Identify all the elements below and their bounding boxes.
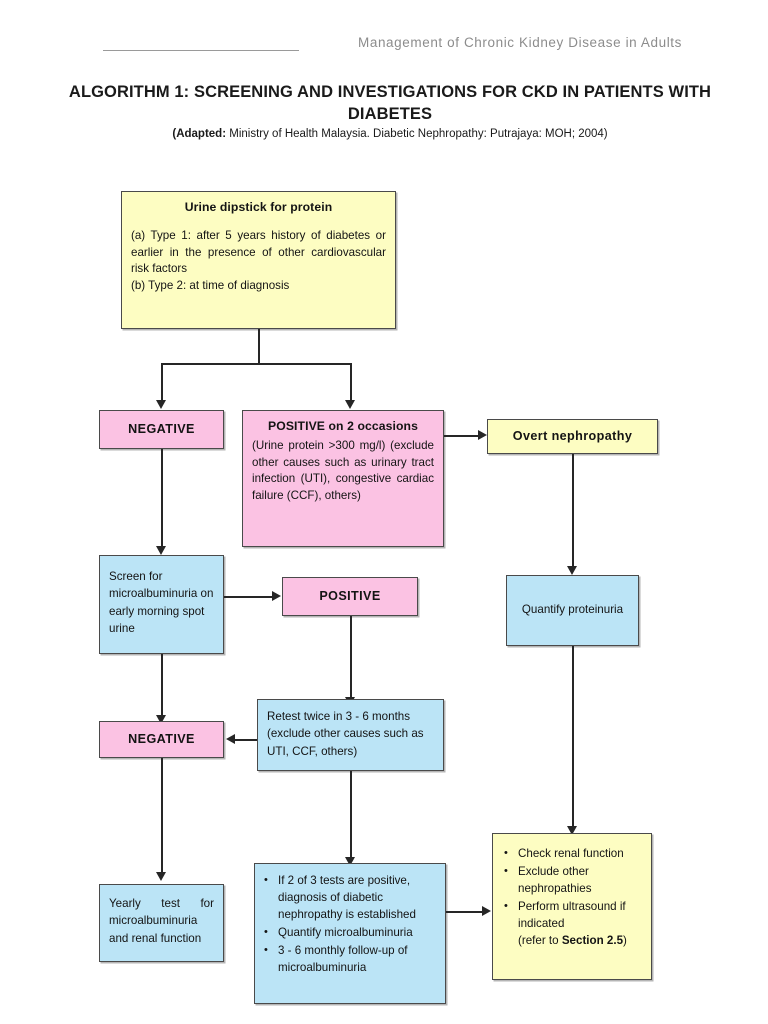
connector-retest-to-diagnosis <box>350 771 352 860</box>
connector-negative-2-to-yearly <box>161 758 163 875</box>
arrowhead-to-negative-2-left <box>226 734 235 744</box>
list-item: Check renal function <box>502 845 642 863</box>
list-item: Exclude other nephropathies <box>502 863 642 898</box>
node-negative-2-label: NEGATIVE <box>128 731 195 746</box>
node-positive-label: POSITIVE <box>319 588 381 603</box>
list-item: Perform ultrasound if indicated (refer t… <box>502 898 642 950</box>
source-text: Ministry of Health Malaysia. Diabetic Ne… <box>226 128 608 140</box>
node-positive-2-occasions-body: (Urine protein >300 mg/l) (exclude other… <box>252 439 434 502</box>
list-item: Quantify microalbuminuria <box>262 924 436 942</box>
node-negative-1-label: NEGATIVE <box>128 421 195 436</box>
connector-negative-1-to-screen <box>161 449 163 548</box>
node-urine-dipstick-title: Urine dipstick for protein <box>184 200 333 214</box>
node-urine-dipstick-line-b: (b) Type 2: at time of diagnosis <box>131 278 290 292</box>
connector-screen-to-negative-2 <box>161 654 163 718</box>
source-attribution: (Adapted: Ministry of Health Malaysia. D… <box>60 128 720 140</box>
renal-workup-note-suffix: ) <box>623 933 627 947</box>
page-title-text: ALGORITHM 1: SCREENING AND INVESTIGATION… <box>68 83 712 123</box>
node-screen-microalbuminuria-label: Screen for microalbuminuria on early mor… <box>109 570 214 636</box>
renal-workup-bullet-3-text: Perform ultrasound if indicated <box>518 899 626 930</box>
node-renal-workup: Check renal function Exclude other nephr… <box>492 833 652 980</box>
arrowhead-to-diagnosis-established <box>345 857 355 866</box>
page-title: ALGORITHM 1: SCREENING AND INVESTIGATION… <box>60 82 720 126</box>
node-negative-2: NEGATIVE <box>99 721 224 758</box>
header-rule <box>103 50 299 51</box>
node-yearly-test-label: Yearly test for microalbuminuria and ren… <box>109 897 214 945</box>
arrowhead-to-positive <box>272 591 281 601</box>
node-positive-2-occasions-title: POSITIVE on 2 occasions <box>268 419 418 433</box>
connector-dipstick-split <box>161 363 351 365</box>
connector-quantify-to-renal-workup <box>572 646 574 829</box>
connector-screen-to-positive <box>224 596 274 598</box>
node-negative-1: NEGATIVE <box>99 410 224 449</box>
arrowhead-to-renal-workup <box>567 826 577 835</box>
node-retest-twice-label: Retest twice in 3 - 6 months (exclude ot… <box>267 710 424 758</box>
node-yearly-test: Yearly test for microalbuminuria and ren… <box>99 884 224 962</box>
arrowhead-to-quantify-proteinuria <box>567 566 577 575</box>
node-positive: POSITIVE <box>282 577 418 616</box>
node-urine-dipstick-line-a: (a) Type 1: after 5 years history of dia… <box>131 229 386 276</box>
connector-positive-to-overt <box>444 435 480 437</box>
list-item: 3 - 6 monthly follow-up of microalbuminu… <box>262 942 436 977</box>
node-diagnosis-established-bullets: If 2 of 3 tests are positive, diagnosis … <box>262 872 436 977</box>
arrowhead-to-negative-2 <box>156 715 166 724</box>
renal-workup-note-bold: Section 2.5 <box>561 933 624 947</box>
node-overt-nephropathy: Overt nephropathy <box>487 419 658 454</box>
node-diagnosis-established: If 2 of 3 tests are positive, diagnosis … <box>254 863 446 1004</box>
connector-diagnosis-to-renal-workup <box>446 911 484 913</box>
connector-retest-to-negative-2 <box>235 739 257 741</box>
arrowhead-to-screen-microalbuminuria <box>156 546 166 555</box>
connector-positive-to-retest <box>350 616 352 700</box>
arrowhead-to-negative-1 <box>156 400 166 409</box>
node-urine-dipstick: Urine dipstick for protein (a) Type 1: a… <box>121 191 396 329</box>
list-item: If 2 of 3 tests are positive, diagnosis … <box>262 872 436 924</box>
node-renal-workup-bullets: Check renal function Exclude other nephr… <box>502 845 642 950</box>
connector-overt-to-quantify <box>572 454 574 569</box>
node-quantify-proteinuria-label: Quantify proteinuria <box>521 603 624 617</box>
connector-dipstick-stem <box>258 329 260 364</box>
running-head: Management of Chronic Kidney Disease in … <box>357 35 682 50</box>
node-overt-nephropathy-label: Overt nephropathy <box>512 428 633 443</box>
arrowhead-to-yearly-test <box>156 872 166 881</box>
renal-workup-note-prefix: (refer to <box>518 933 562 947</box>
connector-dipstick-to-positive <box>350 363 352 401</box>
arrowhead-to-positive-2-occasions <box>345 400 355 409</box>
node-retest-twice: Retest twice in 3 - 6 months (exclude ot… <box>257 699 444 771</box>
arrowhead-to-renal-workup-right <box>482 906 491 916</box>
node-screen-microalbuminuria: Screen for microalbuminuria on early mor… <box>99 555 224 654</box>
source-prefix: (Adapted: <box>172 128 227 140</box>
arrowhead-to-overt-nephropathy <box>478 430 487 440</box>
connector-dipstick-to-negative <box>161 363 163 401</box>
node-quantify-proteinuria: Quantify proteinuria <box>506 575 639 646</box>
node-positive-2-occasions: POSITIVE on 2 occasions (Urine protein >… <box>242 410 444 547</box>
